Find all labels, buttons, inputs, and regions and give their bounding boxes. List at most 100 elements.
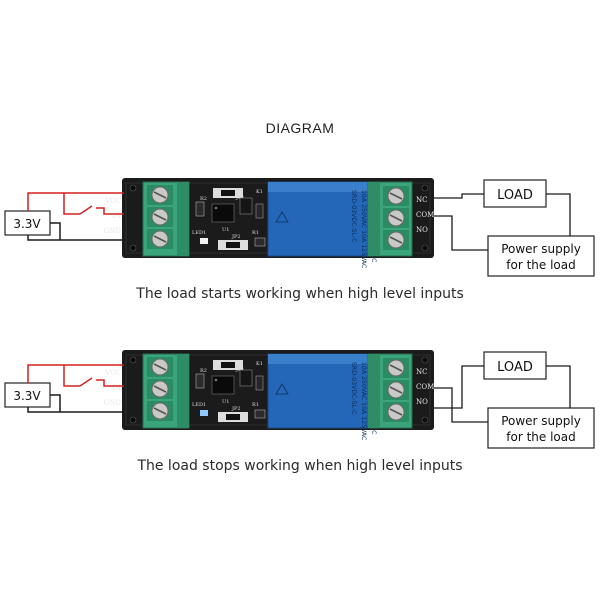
relay-top-edge	[268, 182, 368, 192]
board-label-r2: R2	[200, 368, 207, 374]
wire-source-neg	[50, 222, 61, 240]
board-label-k1: K1	[256, 189, 263, 195]
board-label-k1: K1	[256, 361, 263, 367]
relay-warning-mark	[275, 383, 289, 395]
power-supply-box	[487, 235, 595, 277]
wire-load-to-supply	[546, 193, 571, 236]
power-supply-box	[487, 407, 595, 449]
optocoupler-chip	[211, 375, 235, 395]
wire-load-to-supply	[546, 365, 571, 408]
wire-in	[96, 379, 124, 387]
wire-source-neg	[50, 394, 61, 412]
jumper-jp2-core	[226, 242, 240, 248]
relay-text-2: 10A 250VAC 10A 125VAC	[360, 362, 367, 440]
input-pin-label-gnd: GND	[104, 399, 122, 407]
load-label: LOAD	[497, 360, 533, 375]
wire-com	[434, 215, 488, 251]
switch-blade	[79, 205, 93, 215]
mounting-hole	[129, 244, 137, 252]
screw-slot	[389, 386, 403, 394]
board-label-r1: R1	[252, 402, 259, 408]
load-box	[483, 351, 547, 380]
screw-slot	[389, 364, 403, 372]
mounting-hole	[421, 184, 429, 192]
mounting-hole	[421, 244, 429, 252]
screw-slot	[389, 192, 403, 200]
jumper-jp1-core	[221, 362, 235, 368]
screw-slot	[389, 214, 403, 222]
screw-slot	[153, 191, 167, 199]
voltage-source-box	[4, 382, 51, 408]
wire-vcc	[27, 192, 124, 211]
input-pin-label-gnd: GND	[104, 227, 122, 235]
wire-com	[434, 387, 488, 423]
voltage-label: 3.3V	[13, 217, 41, 231]
optocoupler-chip	[211, 203, 235, 223]
wire-gnd	[27, 235, 124, 241]
board-label-r2: R2	[200, 196, 207, 202]
output-pin-label-com: COM	[416, 383, 434, 391]
wire-vcc	[27, 364, 124, 383]
relay-text-1: SRD-03VDC-SL-C	[350, 362, 357, 414]
output-pin-label-no: NO	[416, 398, 428, 406]
screw-slot	[153, 235, 167, 243]
board-label-led1: LED1	[192, 402, 206, 408]
relay-text-1: SRD-03VDC-SL-C	[350, 190, 357, 242]
relay-diagram-2: VCCINGNDJP1R2K1LED1U1JP2R1SRD-03VDC-SL-C…	[4, 350, 595, 449]
board-label-u1: U1	[222, 399, 229, 405]
jumper-jp1-core	[221, 190, 235, 196]
screw-slot	[153, 385, 167, 393]
chip-dot	[214, 206, 218, 210]
screw-slot	[389, 408, 403, 416]
switch-blade	[79, 377, 93, 387]
resistor-r1	[254, 237, 266, 247]
transistor	[239, 197, 253, 215]
diagram-title: DIAGRAM	[265, 120, 335, 136]
board-label-r1: R1	[252, 230, 259, 236]
diode	[255, 203, 264, 219]
input-terminal-side	[177, 182, 189, 256]
output-pin-label-com: COM	[416, 211, 434, 219]
input-pin-label-vcc: VCC	[104, 197, 121, 205]
led-indicator	[200, 238, 208, 244]
wire-in	[96, 207, 124, 215]
jumper-jp2-core	[226, 414, 240, 420]
resistor-r2	[195, 201, 205, 217]
diode	[255, 375, 264, 391]
board-label-jp2: JP2	[231, 406, 241, 412]
output-pin-label-no: NO	[416, 226, 428, 234]
voltage-label: 3.3V	[13, 389, 41, 403]
input-terminal-side	[177, 354, 189, 428]
input-pin-label-vcc: VCC	[104, 369, 121, 377]
relay-body	[267, 181, 369, 257]
led-indicator	[200, 410, 208, 416]
mounting-hole	[421, 416, 429, 424]
load-label: LOAD	[497, 188, 533, 203]
power-supply-label-line2: for the load	[506, 258, 575, 272]
caption-bottom: The load stops working when high level i…	[137, 458, 463, 474]
wire-load	[434, 193, 484, 199]
board-label-led1: LED1	[192, 230, 206, 236]
relay-diagram-1: VCCINGNDJP1R2K1LED1U1JP2R1SRD-03VDC-SL-C…	[4, 178, 595, 277]
output-terminal-side	[368, 182, 380, 256]
screw-slot	[153, 363, 167, 371]
power-supply-label-line2: for the load	[506, 430, 575, 444]
mounting-hole	[129, 356, 137, 364]
board-label-jp2: JP2	[231, 234, 241, 240]
input-pin-label-in: IN	[112, 384, 121, 392]
resistor-r2	[195, 373, 205, 389]
output-pin-label-nc: NC	[416, 196, 427, 204]
screw-slot	[153, 213, 167, 221]
relay-top-edge	[268, 354, 368, 364]
mounting-hole	[421, 356, 429, 364]
input-pin-label-in: IN	[112, 212, 121, 220]
relay-body	[267, 353, 369, 429]
power-supply-label-line1: Power supply	[501, 414, 581, 428]
power-supply-label-line1: Power supply	[501, 242, 581, 256]
wire-gnd	[27, 407, 124, 413]
wire-load	[434, 365, 484, 409]
board-label-u1: U1	[222, 227, 229, 233]
resistor-r1	[254, 409, 266, 419]
screw-slot	[153, 407, 167, 415]
output-pin-label-nc: NC	[416, 368, 427, 376]
